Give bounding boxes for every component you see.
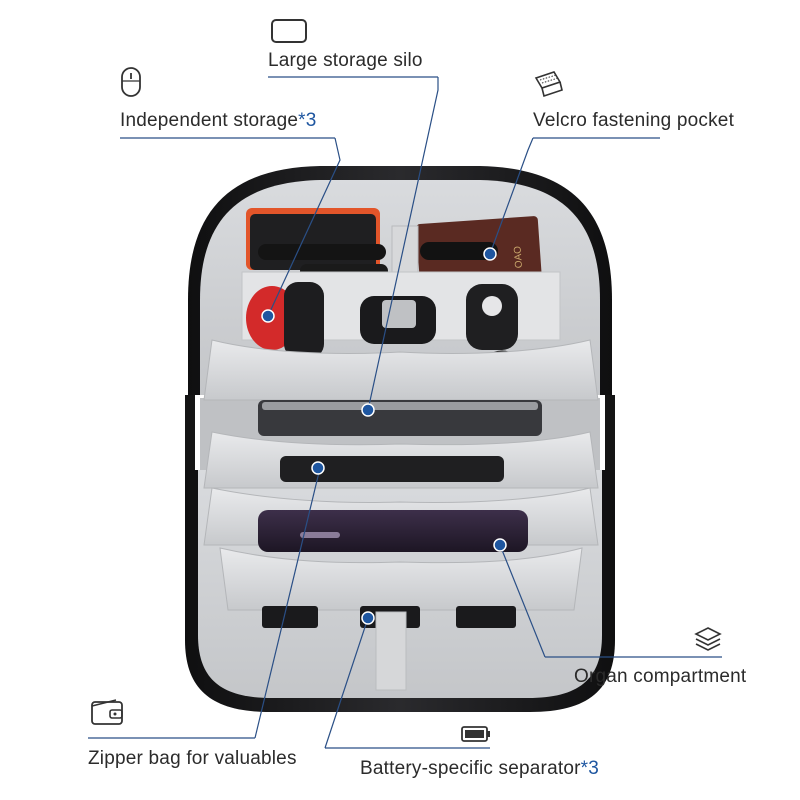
label-large-storage-silo: Large storage silo	[268, 50, 423, 71]
mouse-icon	[120, 66, 142, 98]
svg-text:OAO: OAO	[512, 245, 525, 268]
zipper-seam	[185, 395, 615, 470]
wallet	[280, 456, 504, 482]
label-zipper-bag: Zipper bag for valuables	[88, 748, 297, 769]
notebook	[246, 208, 380, 270]
smartphone	[258, 510, 528, 552]
center-strap	[375, 611, 407, 691]
battery-separator-count: *3	[580, 758, 599, 779]
power-bank	[258, 400, 542, 436]
label-independent-storage: Independent storage*3	[120, 110, 317, 131]
battery-icon	[460, 724, 492, 744]
velcro-strip-icon	[532, 68, 564, 100]
label-battery-separator: Battery-specific separator*3	[360, 758, 599, 779]
rectangle-outline-icon	[270, 18, 308, 44]
wallet-icon	[90, 698, 124, 726]
independent-storage-count: *3	[298, 110, 317, 131]
layers-icon	[694, 626, 722, 652]
label-velcro-pocket: Velcro fastening pocket	[533, 110, 735, 131]
label-organ-compartment: Organ compartment	[574, 666, 747, 687]
